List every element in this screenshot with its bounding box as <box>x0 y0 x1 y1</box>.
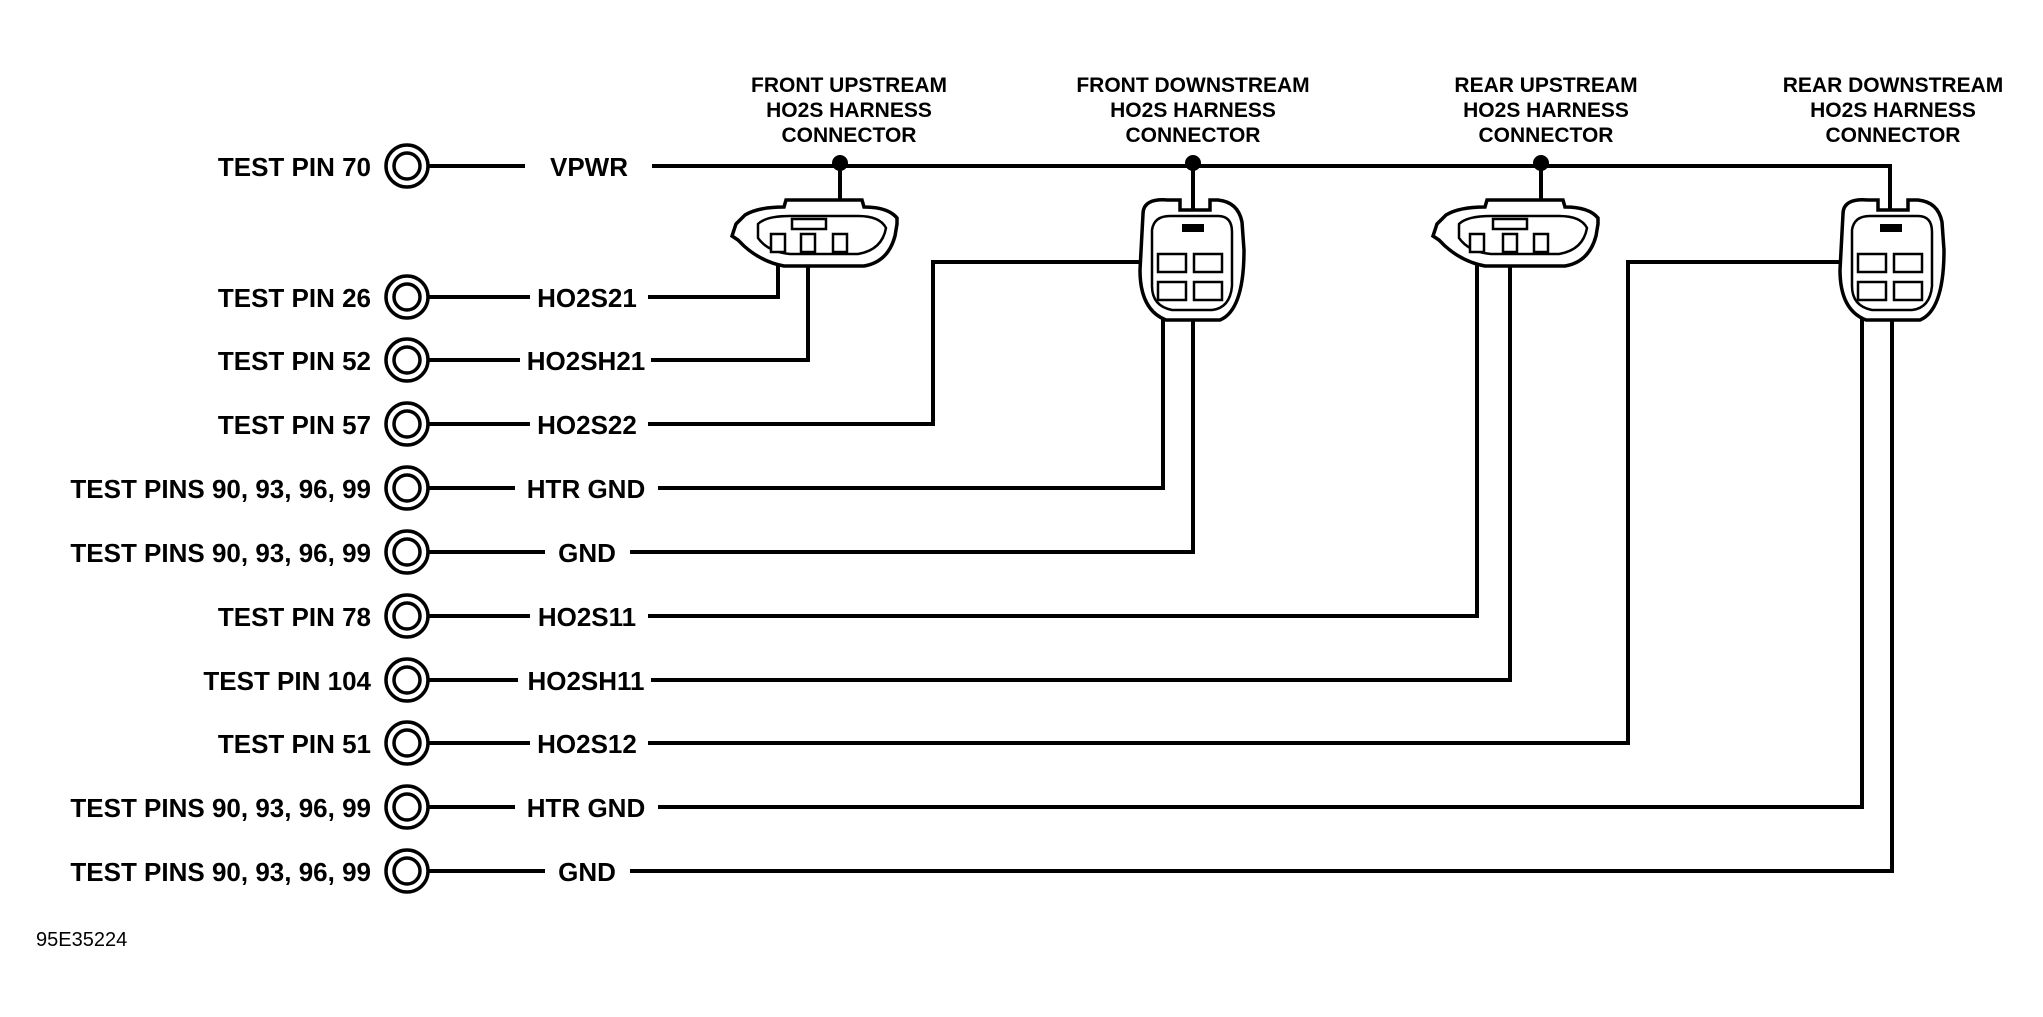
splice-dots <box>832 155 1549 171</box>
splice-dot <box>1185 155 1201 171</box>
test-pin-terminal <box>384 274 430 320</box>
rear-upstream-connector <box>1430 198 1600 268</box>
connector-pin <box>1532 232 1550 254</box>
splice-dot <box>1533 155 1549 171</box>
signal-label: HO2S21 <box>537 283 637 313</box>
connector-pin <box>1856 252 1888 274</box>
test-pin-terminal <box>384 529 430 575</box>
test-pin-label: TEST PIN 51 <box>218 729 371 759</box>
front-downstream-connector <box>1138 198 1246 322</box>
test-pin-terminal <box>384 720 430 766</box>
signal-label: GND <box>558 857 616 887</box>
signal-label: HTR GND <box>527 793 645 823</box>
test-pin-label: TEST PINS 90, 93, 96, 99 <box>70 793 371 823</box>
connector-title-rear-upstream: REAR UPSTREAM HO2S HARNESS CONNECTOR <box>1454 74 1637 147</box>
signal-label: HTR GND <box>527 474 645 504</box>
connector-pin <box>1468 232 1486 254</box>
connector-latch <box>790 217 828 231</box>
connector-key <box>1182 224 1204 232</box>
signal-label: HO2SH11 <box>527 666 644 696</box>
test-pin-terminal <box>384 465 430 511</box>
test-pin-label: TEST PIN 78 <box>218 602 371 632</box>
connector-title-line: FRONT UPSTREAM <box>751 74 947 97</box>
signal-label: HO2SH21 <box>527 346 646 376</box>
wire-ho2sh11 <box>651 243 1512 682</box>
test-pin-terminal <box>384 848 430 894</box>
signal-label: HO2S11 <box>538 602 636 632</box>
rear-downstream-connector <box>1838 198 1946 322</box>
connector-pin <box>1156 280 1188 302</box>
test-pin-label: TEST PIN 26 <box>218 283 371 313</box>
connector-title-line: HO2S HARNESS <box>1110 99 1276 122</box>
connector-pin <box>1856 280 1888 302</box>
test-pin-label: TEST PIN 52 <box>218 346 371 376</box>
signal-label: HO2S22 <box>537 410 637 440</box>
wire-htr-gnd-front <box>658 288 1165 490</box>
connector-title-front-upstream: FRONT UPSTREAM HO2S HARNESS CONNECTOR <box>751 74 947 147</box>
connector-title-line: REAR DOWNSTREAM <box>1783 74 2004 97</box>
connector-title-line: CONNECTOR <box>1479 124 1614 147</box>
test-pin-terminal <box>384 337 430 383</box>
connector-pin <box>769 232 787 254</box>
connector-title-line: REAR UPSTREAM <box>1454 74 1637 97</box>
test-pin-labels: TEST PIN 70 TEST PIN 26 TEST PIN 52 TEST… <box>70 152 371 887</box>
connector-latch <box>1491 217 1529 231</box>
connector-title-line: FRONT DOWNSTREAM <box>1076 74 1309 97</box>
terminal-leads <box>428 164 545 873</box>
connector-pin <box>1156 252 1188 274</box>
wire-gnd-front <box>630 288 1195 554</box>
test-pin-terminals <box>384 143 430 894</box>
test-pin-label: TEST PIN 104 <box>203 666 371 696</box>
signal-label: VPWR <box>550 152 628 182</box>
connector-pin <box>1892 252 1924 274</box>
connector-pin <box>1892 280 1924 302</box>
figure-id: 95E35224 <box>36 929 127 951</box>
wire-ho2s12 <box>648 260 1858 745</box>
connector-title-line: CONNECTOR <box>782 124 917 147</box>
connector-title-line: HO2S HARNESS <box>766 99 932 122</box>
splice-dot <box>832 155 848 171</box>
test-pin-terminal <box>384 143 430 189</box>
connector-pin <box>831 232 849 254</box>
connector-pin <box>1192 280 1224 302</box>
signal-labels: VPWR HO2S21 HO2SH21 HO2S22 HTR GND GND H… <box>527 152 646 887</box>
wire-htr-gnd-rear <box>658 288 1864 809</box>
connector-title-line: HO2S HARNESS <box>1463 99 1629 122</box>
connector-pin <box>799 232 817 254</box>
connector-pin <box>1501 232 1519 254</box>
test-pin-terminal <box>384 657 430 703</box>
wires <box>630 162 1894 873</box>
test-pin-label: TEST PINS 90, 93, 96, 99 <box>70 857 371 887</box>
test-pin-label: TEST PIN 70 <box>218 152 371 182</box>
connector-key <box>1880 224 1902 232</box>
connector-title-line: CONNECTOR <box>1826 124 1961 147</box>
test-pin-label: TEST PINS 90, 93, 96, 99 <box>70 538 371 568</box>
connector-pin <box>1192 252 1224 274</box>
test-pin-label: TEST PIN 57 <box>218 410 371 440</box>
wire-ho2sh21 <box>651 243 810 362</box>
connector-title-line: HO2S HARNESS <box>1810 99 1976 122</box>
signal-label: HO2S12 <box>537 729 637 759</box>
connector-title-front-downstream: FRONT DOWNSTREAM HO2S HARNESS CONNECTOR <box>1076 74 1309 147</box>
signal-label: GND <box>558 538 616 568</box>
connector-title-rear-downstream: REAR DOWNSTREAM HO2S HARNESS CONNECTOR <box>1783 74 2004 147</box>
wire-ho2s22 <box>648 260 1158 426</box>
test-pin-terminal <box>384 401 430 447</box>
front-upstream-connector <box>729 198 899 268</box>
wire-gnd-rear <box>630 288 1894 873</box>
test-pin-label: TEST PINS 90, 93, 96, 99 <box>70 474 371 504</box>
connector-title-line: CONNECTOR <box>1126 124 1261 147</box>
test-pin-terminal <box>384 593 430 639</box>
wire-ho2s11 <box>648 243 1479 618</box>
test-pin-terminal <box>384 784 430 830</box>
